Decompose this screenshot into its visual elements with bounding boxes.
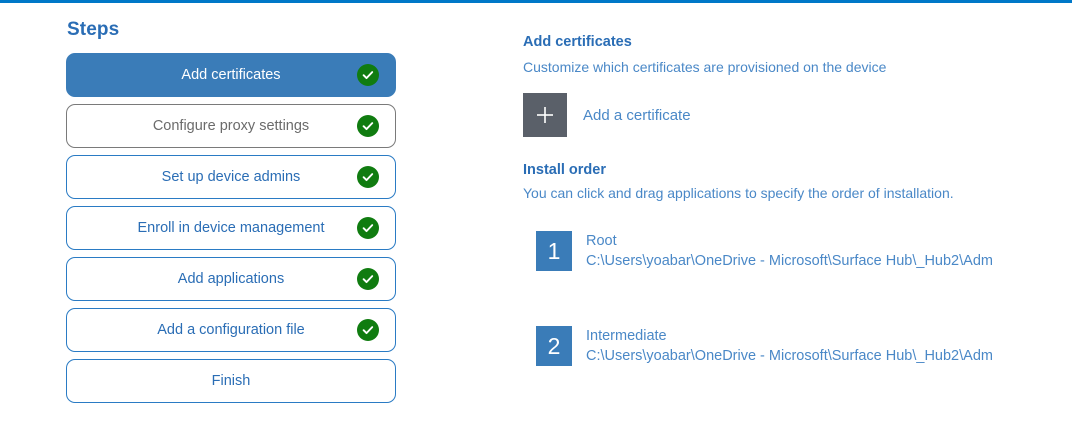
- check-icon: [357, 268, 379, 290]
- check-icon: [357, 115, 379, 137]
- install-order-subtitle: You can click and drag applications to s…: [523, 185, 954, 201]
- top-accent-bar: [0, 0, 1072, 3]
- step-label: Finish: [211, 372, 251, 389]
- plus-icon[interactable]: [523, 93, 567, 137]
- order-number-badge: 2: [536, 326, 572, 366]
- detail-panel: Add certificates Customize which certifi…: [523, 3, 1072, 443]
- check-icon: [357, 166, 379, 188]
- step-button-4[interactable]: Add applications: [66, 257, 396, 301]
- order-item-name: Root: [586, 233, 617, 249]
- step-button-1[interactable]: Configure proxy settings: [66, 104, 396, 148]
- check-icon: [357, 319, 379, 341]
- step-button-3[interactable]: Enroll in device management: [66, 206, 396, 250]
- step-label: Enroll in device management: [137, 219, 325, 236]
- add-a-certificate-button[interactable]: Add a certificate: [523, 93, 691, 137]
- steps-title: Steps: [67, 19, 120, 40]
- step-button-2[interactable]: Set up device admins: [66, 155, 396, 199]
- step-label: Add a configuration file: [157, 321, 305, 338]
- order-item-path: C:\Users\yoabar\OneDrive - Microsoft\Sur…: [586, 348, 993, 364]
- check-icon: [357, 64, 379, 86]
- step-button-5[interactable]: Add a configuration file: [66, 308, 396, 352]
- install-order-heading: Install order: [523, 162, 606, 178]
- order-item-path: C:\Users\yoabar\OneDrive - Microsoft\Sur…: [586, 253, 993, 269]
- step-label: Add applications: [177, 270, 285, 287]
- step-button-0[interactable]: Add certificates: [66, 53, 396, 97]
- check-icon: [357, 217, 379, 239]
- order-item-name: Intermediate: [586, 328, 667, 344]
- step-label: Add certificates: [181, 66, 281, 83]
- order-number-badge: 1: [536, 231, 572, 271]
- step-label: Set up device admins: [161, 168, 301, 185]
- step-button-6[interactable]: Finish: [66, 359, 396, 403]
- step-label: Configure proxy settings: [152, 117, 310, 134]
- add-a-certificate-label: Add a certificate: [583, 106, 691, 124]
- add-certificates-subtitle: Customize which certificates are provisi…: [523, 59, 887, 75]
- add-certificates-heading: Add certificates: [523, 34, 632, 50]
